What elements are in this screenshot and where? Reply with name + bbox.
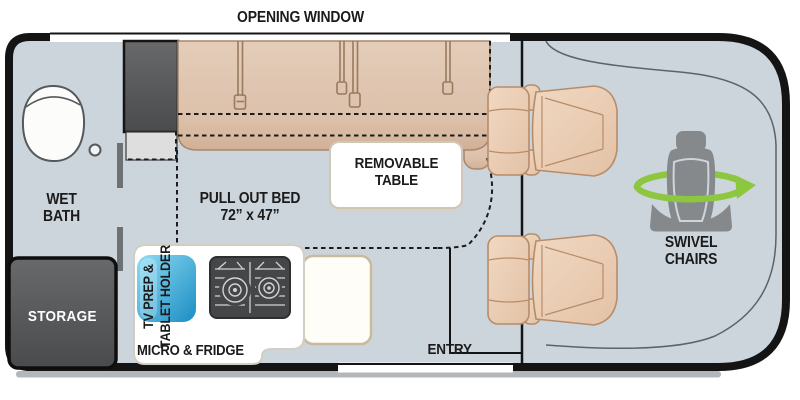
wet-bath-area [21, 84, 123, 271]
storage-compartment [7, 256, 118, 370]
cooktop-icon [209, 256, 291, 319]
bath-door-post [117, 227, 123, 271]
removable-table-box [329, 141, 463, 211]
wardrobe-cabinet [122, 39, 180, 134]
seatbelt-straps [233, 41, 454, 110]
tv-tablet-holder [137, 255, 196, 322]
opening-window-gap [50, 31, 510, 42]
swivel-chair-icon [633, 131, 756, 232]
entry-lines [449, 248, 522, 354]
dashboard-line [545, 40, 777, 350]
toilet-icon [21, 84, 86, 163]
bath-door-post [117, 143, 123, 188]
step-box [125, 131, 178, 161]
sofa-cushion [177, 40, 491, 151]
drain-icon [88, 143, 102, 157]
kitchen-galley [133, 244, 373, 365]
driver-seat [487, 84, 618, 177]
counter-extension [301, 254, 373, 346]
passenger-seat [487, 233, 618, 326]
entry-door-gap [338, 362, 513, 373]
vehicle-shadow [16, 371, 721, 378]
